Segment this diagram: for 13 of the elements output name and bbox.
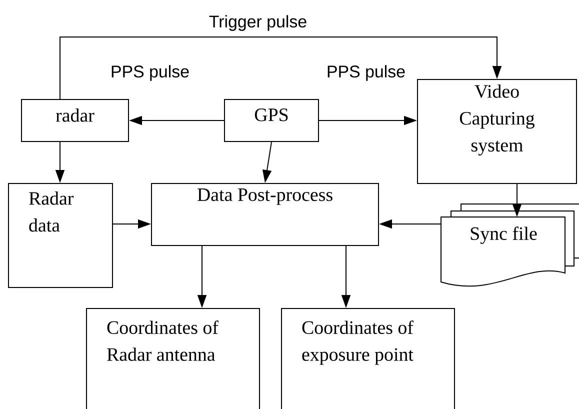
process-box: GPS xyxy=(224,99,319,142)
edge-label: Trigger pulse xyxy=(209,15,306,31)
node-label: Sync file xyxy=(470,226,537,244)
process-box: Coordinates of Radar antenna xyxy=(86,308,260,409)
process-box: Coordinates of exposure point xyxy=(281,308,455,409)
edge-label: PPS pulse xyxy=(112,65,189,81)
process-box: radar xyxy=(21,99,129,142)
document-stack: Sync file xyxy=(440,204,579,287)
arrow xyxy=(60,36,502,100)
process-box: Radar data xyxy=(8,183,113,288)
edge-label: PPS pulse xyxy=(328,65,405,81)
process-box: Data Post-process xyxy=(151,183,379,246)
process-box: Video Capturing system xyxy=(417,79,577,184)
